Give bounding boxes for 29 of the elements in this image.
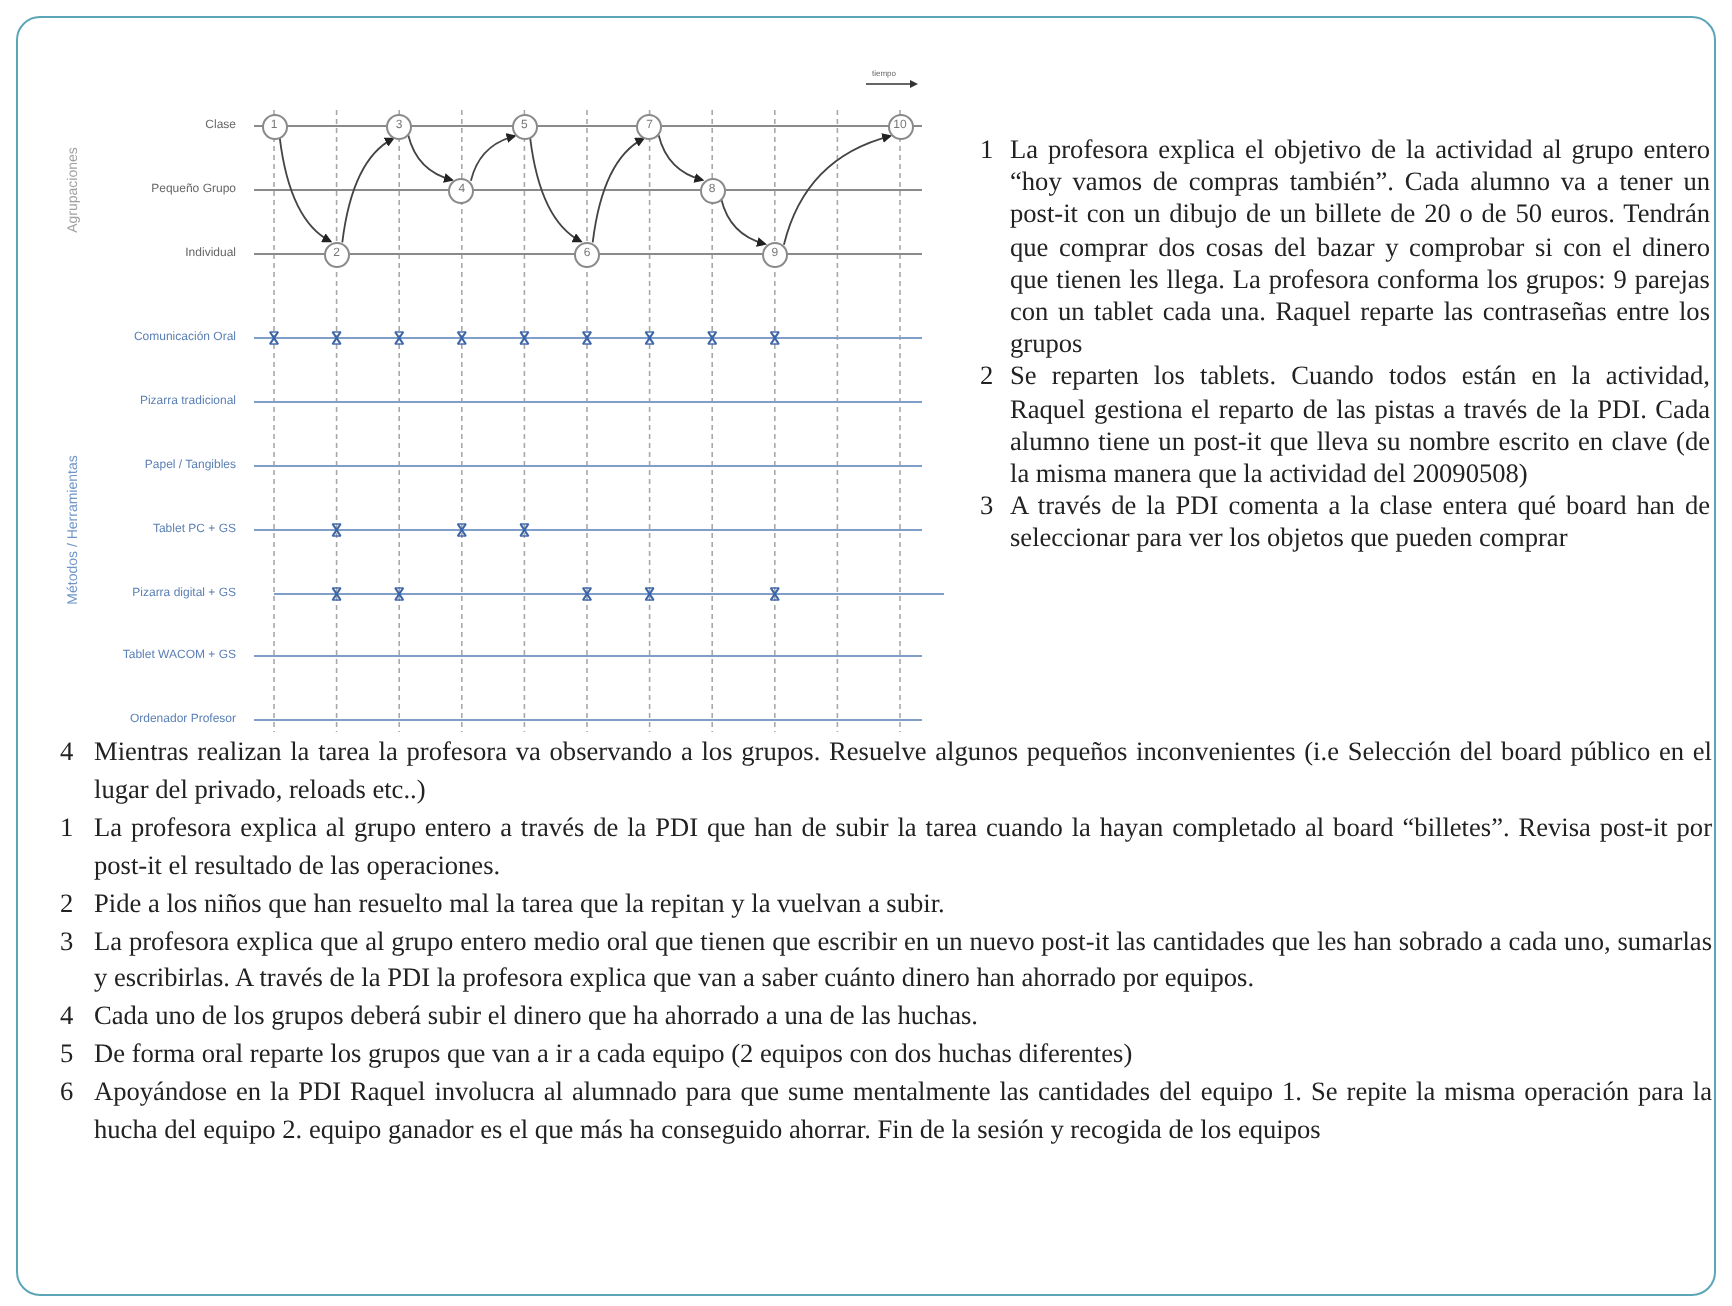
list-number: 6 — [60, 1074, 76, 1111]
list-number: 2 — [60, 885, 76, 922]
list-number: 4 — [60, 734, 76, 770]
curved-arrow — [783, 133, 893, 246]
list-text: Cada uno de los grupos deberá subir el dinero que ha ahorrado a una de las huchas. — [94, 998, 980, 1035]
curved-arrow — [341, 137, 395, 244]
list-text: De forma oral reparte los grupos que van a ir a cada equipo (2 equipos con dos huchas diferentes) — [94, 1036, 1135, 1073]
list-number: 5 — [60, 1036, 76, 1073]
list-number: 1 — [60, 809, 76, 846]
list-number: 2 — [980, 360, 996, 395]
curved-arrow — [591, 137, 646, 244]
list-number: 3 — [60, 923, 76, 960]
curved-arrow — [470, 133, 517, 182]
list-text: Apoyándose en la PDI Raquel involucra al alumnado para que sume mentalmente las cantidades del equipo 1. Se repite la misma operación para la hucha del equipo 2. equipo ganador es el que más ha conseguido ahorrar. Fin de la sesión y recogida de los equipos — [94, 1074, 1712, 1149]
list-number: 3 — [980, 490, 996, 525]
curved-arrow — [529, 136, 583, 243]
list-text: La profesora explica el objetivo de la actividad al grupo entero “hoy vamos de compras también”. Cada alumno va a tener un post-it con un dibujo de un billete de 20 o de 50 euros. Tendrán que comprar dos cosas del bazar y comprobar si con el dinero que tienen les llega. La profesora conforma los grupos: 9 parejas con un tablet cada una. Raquel reparte las contraseñas entre los grupos — [1010, 134, 1710, 361]
list-text: La profesora explica que al grupo entero medio oral que tienen que escribir en un nuevo post-it las cantidades que les han sobrado a cada uno, sumarlas y escribirlas. A través de la PDI la profesora explica que van a saber cuánto dinero han ahorrado por equipos. — [94, 923, 1712, 997]
curved-arrow — [278, 136, 333, 243]
list-text: A través de la PDI comenta a la clase entera qué board han de seleccionar para ver los objetos que pueden comprar — [1010, 490, 1710, 556]
curved-arrow — [657, 134, 705, 183]
list-number: 4 — [60, 998, 76, 1035]
list-text: Se reparten los tablets. Cuando todos están en la actividad, Raquel gestiona el reparto de las pistas a través de la PDI. Cada alumno tiene un post-it que lleva su nombre escrito en clave (de la misma manera que la actividad del 20090508) — [1010, 360, 1710, 491]
curved-arrow — [407, 134, 454, 183]
list-text: Pide a los niños que han resuelto mal la tarea que la repitan y la vuelvan a subir. — [94, 885, 947, 922]
list-text: La profesora explica al grupo entero a través de la PDI que han de subir la tarea cuando la hayan completado al board “billetes”. Revisa post-it por post-it el resultado de las operaciones. — [94, 809, 1712, 884]
list-number: 1 — [980, 134, 996, 168]
curved-arrow — [720, 198, 767, 247]
list-text: Mientras realizan la tarea la profesora va observando a los grupos. Resuelve algunos pequeños inconvenientes (i.e Selección del board público en el lugar del privado, reloads etc..) — [94, 734, 1712, 808]
